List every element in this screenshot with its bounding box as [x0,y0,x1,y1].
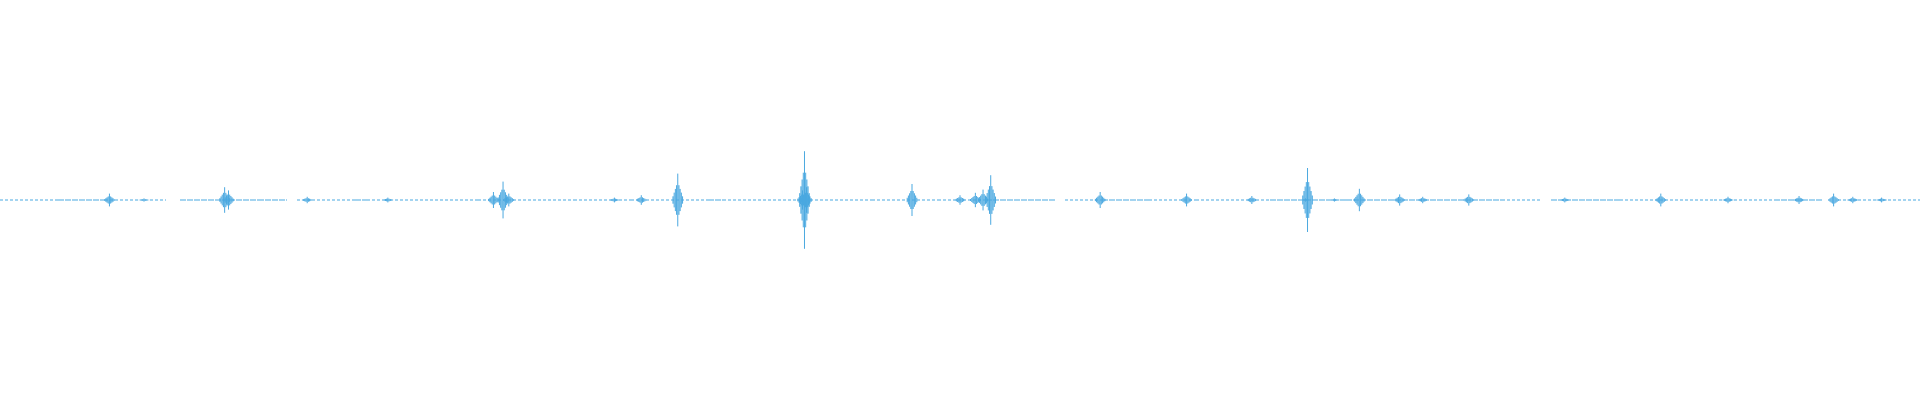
waveform-peaks [104,151,1887,249]
waveform-peak [1655,193,1667,207]
waveform-peak [635,195,647,205]
waveform-peak [382,197,394,203]
waveform-peak [1828,193,1839,207]
waveform-peak [1302,168,1313,232]
waveform-peak [1463,194,1475,206]
waveform-peak [1394,194,1405,206]
waveform-peak [223,190,234,210]
waveform-peak [906,184,918,216]
waveform-peak [985,175,997,225]
waveform-peak [672,173,684,227]
waveform-peak [301,196,313,204]
waveform-peak [801,187,812,213]
waveform-peak [138,198,150,202]
waveform-peak [954,195,966,205]
waveform-peak [1181,193,1192,207]
waveform-peak [1354,188,1365,212]
waveform-peak [488,192,499,208]
waveform-peak [1793,196,1805,204]
waveform-peak [1876,197,1887,203]
waveform-peak [1329,198,1340,202]
waveform-peak [1094,192,1106,208]
waveform-peak [503,193,515,207]
waveform-peak [1559,197,1571,203]
waveform-peak [1722,196,1734,204]
waveform-peak [1417,196,1429,204]
waveform-peak [1847,196,1859,204]
waveform-peak [1246,196,1258,204]
waveform-peak [609,197,620,203]
waveform-peak [104,193,115,207]
